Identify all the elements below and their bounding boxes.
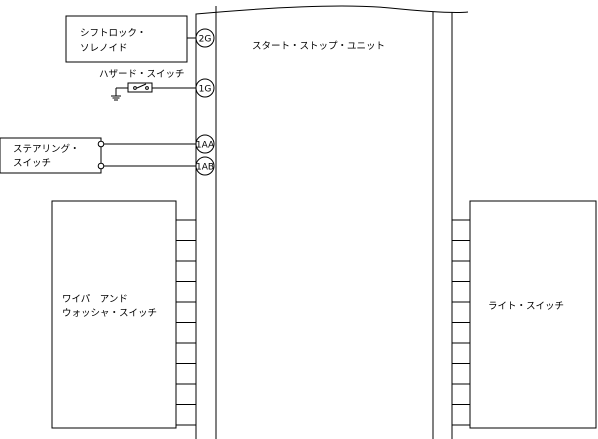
pin-1g-circle	[195, 78, 215, 98]
shift-lock-solenoid-label-line2: ソレノイド	[80, 43, 128, 54]
pin-2g-label: 2G	[199, 35, 212, 45]
light-connector-pins	[452, 219, 470, 426]
wiper-washer-switch-label-line2: ウォッシャ・スイッチ	[62, 308, 157, 319]
shift-lock-solenoid: シフトロック・ ソレノイド 2G	[65, 15, 215, 63]
pin-1ab-circle	[195, 156, 215, 176]
start-stop-unit-label: スタート・ストップ・ユニット	[252, 41, 385, 52]
pin-2g-circle	[195, 28, 215, 48]
ground-symbol	[111, 95, 121, 101]
shift-lock-solenoid-label-line1: シフトロック・	[80, 28, 146, 39]
steering-switch: ステアリング・ スイッチ 1AA 1AB	[0, 134, 215, 176]
start-stop-unit: スタート・ストップ・ユニット	[195, 5, 469, 439]
wiper-connector-pins	[176, 219, 196, 426]
pin-1aa-circle	[195, 134, 215, 154]
pin-1ab-label: 1AB	[196, 163, 214, 173]
hazard-switch-label: ハザード・スイッチ	[99, 69, 185, 80]
steering-switch-label-line1: ステアリング・	[13, 143, 80, 155]
steering-switch-label-line2: スイッチ	[13, 158, 51, 169]
pin-1g-label: 1G	[199, 85, 212, 95]
wiper-washer-switch-label-line1: ワイパ アンド	[62, 294, 128, 305]
wiper-washer-switch: ワイパ アンド ウォッシャ・スイッチ	[51, 200, 196, 429]
light-switch: ライト・スイッチ	[452, 200, 597, 429]
pin-1aa-label: 1AA	[196, 141, 215, 151]
hazard-switch: ハザード・スイッチ 1G	[99, 69, 215, 101]
light-switch-label: ライト・スイッチ	[488, 301, 564, 312]
